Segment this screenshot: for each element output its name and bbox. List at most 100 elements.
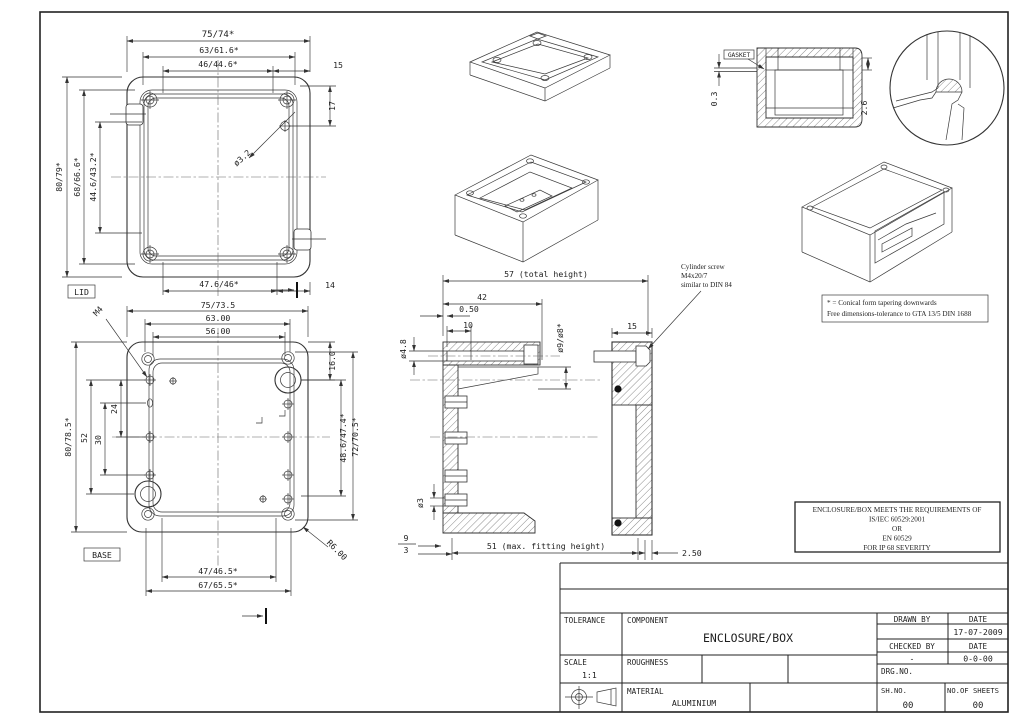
section-arrow-base [242,608,267,624]
sh-no-label: SH.NO. [881,686,907,695]
lid-section-view: 15 [593,290,702,536]
ip-note-line5: FOR IP 68 SEVERITY [863,544,931,552]
lid-dim-80: 80/79* [54,162,64,192]
lid-label: LID [74,287,89,297]
base-bosses [134,366,302,508]
ip-note-line4: EN 60529 [882,535,912,543]
lid-small-hole [248,111,296,159]
lid-right-tab [293,228,312,251]
lid-dim-15: 15 [333,60,343,70]
scale-value: 1:1 [582,670,597,680]
lid-left-dims [62,76,142,278]
tolerance-note-line1: * = Conical form tapering downwards [827,299,937,307]
checked-by-label: CHECKED BY [889,642,935,651]
lid-right-dims [290,85,336,127]
lid-dim-75: 75/74* [202,30,235,40]
base-dim-r6: R6.00 [325,538,350,563]
gasket-label-box [723,49,755,60]
base-label-box [83,547,121,562]
screw-head [635,345,651,367]
base-dim-486: 48.6/47.4* [338,413,348,462]
base-right-dims [295,341,358,521]
base-pilot-holes [144,374,294,505]
title-block [559,562,1008,712]
base-dim-72: 72/70.5* [350,417,360,457]
lid-left-tab [125,103,144,126]
sec-dim-57: 57 (total height) [504,269,588,279]
sheet-border [39,11,1009,713]
gasket-dim-26: 2.6 [859,101,869,116]
screw-note-leader [647,290,702,350]
base-left-dims [71,341,146,533]
screw-note-line2: M4x20/7 [681,272,708,280]
date1-label: DATE [969,615,988,624]
gasket-section-view: GASKET 0.3 2.6 [709,47,872,128]
sec-dim-51: 51 (max. fitting height) [487,541,605,551]
sec-dim-3dia: ø3 [415,498,425,508]
date2-label: DATE [969,642,988,651]
section-arrow-lid [273,282,298,298]
sec-dim-98: ø9/ø8* [555,323,565,353]
lid-dim-446: 44.6/43.2* [88,152,98,201]
screw-note-line1: Cylinder screw [681,263,726,271]
gasket-dim-03: 0.3 [709,92,719,107]
iso-lid-view [469,31,611,102]
material-label: MATERIAL [627,687,664,696]
screw-shaft [593,350,637,363]
base-dim-67: 67/65.5* [198,580,238,590]
lid-top-view: ø3.2 75/74* 63/61.6* 46/44.6* 15 80/79* [54,30,343,299]
base-dim-m4: M4 [91,304,105,318]
sec-dim-42: 42 [477,292,487,302]
sheets-label: NO.OF SHEETS [947,686,999,695]
sheets-value: 00 [973,701,984,711]
ip-note-line3: OR [892,525,902,533]
tolerance-note-line2: Free dimensions-tolerance to GTA 13/5 DI… [827,310,972,318]
base-dim-80: 80/78.5* [63,417,73,457]
lid-dim-476: 47.6/46* [199,279,239,289]
ip-requirements-box: ENCLOSURE/BOX MEETS THE REQUIREMENTS OF … [794,501,1001,553]
lid-top-dims [126,36,311,93]
base-dim-16: 16.0 [327,351,337,371]
component-label: COMPONENT [627,616,669,625]
base-dim-56: 56.00 [206,326,231,336]
base-top-view: 75/73.5 63.00 56.00 M4 80/78.5* 52 30 24 [63,300,360,624]
lid-dim-68: 68/66.6* [72,157,82,197]
base-dim-24: 24 [109,404,119,414]
sec-dim-10: 10 [463,320,473,330]
iso-base-view [454,154,599,263]
checked-date-value: 0-0-00 [963,654,993,664]
base-corner-holes [141,351,295,521]
component-value: ENCLOSURE/BOX [703,631,793,645]
base-dim-47: 47/46.5* [198,566,238,576]
material-value: ALUMINIUM [672,698,716,708]
lid-corner-holes [141,91,296,263]
base-top-dims [126,306,309,356]
drawn-by-label: DRAWN BY [894,615,931,624]
title-block-text: TOLERANCE COMPONENT ENCLOSURE/BOX DRAWN … [564,615,1003,711]
sec-dim-9: 9 [404,533,409,543]
base-label: BASE [92,550,112,560]
base-section-view: 57 (total height) 42 0.50 10 ø4.8 ø9/ø8*… [398,269,702,560]
ip-note-line2: IS/IEC 60529:2001 [869,516,926,524]
lid-section-dims [611,328,653,338]
gasket-label: GASKET [728,52,751,59]
ip-note-line1: ENCLOSURE/BOX MEETS THE REQUIREMENTS OF [813,506,982,514]
sec-dim-050: 0.50 [459,304,479,314]
drawn-date-value: 17-07-2009 [953,627,1002,637]
sec-dim-15: 15 [627,321,637,331]
roughness-label: ROUGHNESS [627,658,669,667]
sec-dim-3: 3 [404,545,409,555]
lid-dim-17: 17 [327,101,337,111]
gasket-dot-bottom [614,519,622,527]
first-angle-projection-icon [565,686,617,709]
gasket-detail-circle [889,30,1005,146]
checked-by-value: - [910,654,915,664]
sh-no-value: 00 [903,701,914,711]
base-section-dims [398,275,678,560]
base-dim-52: 52 [79,433,89,443]
drg-no-label: DRG.NO. [881,667,913,676]
screw-note-line3: similar to DIN 84 [681,281,732,289]
sec-dim-250: 2.50 [682,548,702,558]
